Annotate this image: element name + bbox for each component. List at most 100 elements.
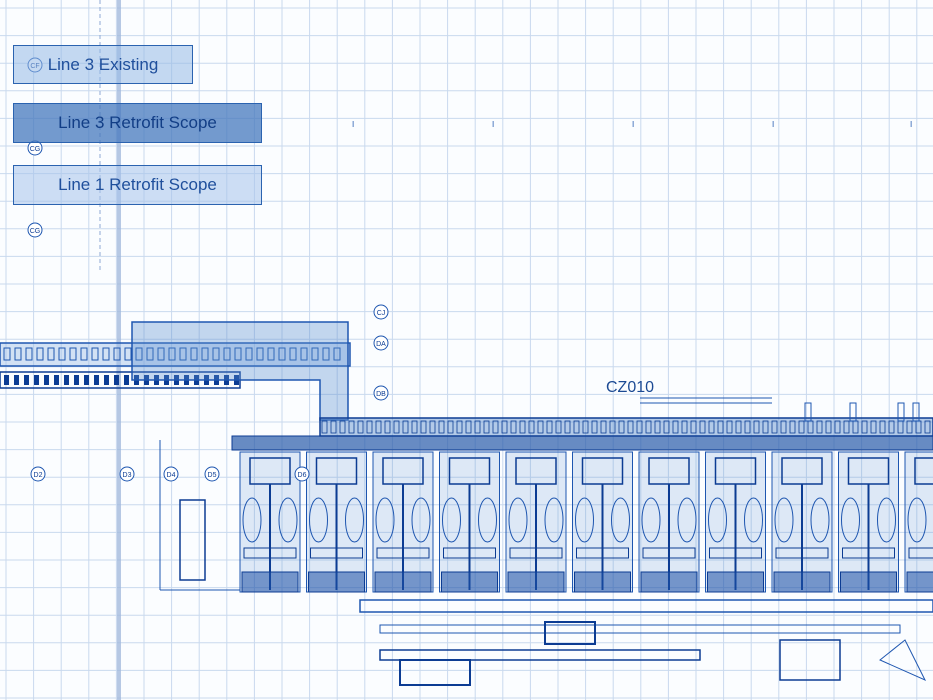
pump-skid xyxy=(544,621,596,645)
bay-arc xyxy=(345,497,364,543)
conveyor-roller xyxy=(234,347,242,361)
legend-label: Line 1 Retrofit Scope xyxy=(58,175,217,194)
conveyor-roller xyxy=(102,347,110,361)
conveyor-roller xyxy=(420,420,427,434)
conveyor-roller xyxy=(429,420,436,434)
bay-base xyxy=(640,571,698,593)
conveyor-roller xyxy=(609,420,616,434)
bay-base xyxy=(574,571,631,593)
legend-label: Line 3 Existing xyxy=(47,54,159,74)
conveyor-roller xyxy=(69,347,77,361)
bay-arc xyxy=(575,497,594,543)
process-bay xyxy=(904,451,933,593)
bay-arc xyxy=(442,497,461,543)
conveyor-roller xyxy=(14,375,19,385)
conveyor-roller xyxy=(330,420,337,434)
grid-tick: I xyxy=(632,120,634,129)
bay-base xyxy=(773,571,831,593)
conveyor-roller xyxy=(91,347,99,361)
conveyor-roller xyxy=(36,347,44,361)
conveyor-roller xyxy=(124,375,129,385)
conveyor-roller xyxy=(348,420,355,434)
conveyor-roller xyxy=(600,420,607,434)
conveyor-roller xyxy=(34,375,39,385)
bay-rail xyxy=(243,547,297,559)
conveyor-roller xyxy=(402,420,409,434)
bay-arc xyxy=(677,497,697,543)
conveyor-roller xyxy=(492,420,499,434)
bay-base xyxy=(906,571,933,593)
conveyor-roller xyxy=(708,420,715,434)
conveyor-roller xyxy=(870,420,877,434)
post-marker xyxy=(897,402,905,422)
conveyor-roller xyxy=(113,347,121,361)
conveyor-roller xyxy=(510,420,517,434)
conveyor-roller xyxy=(762,420,769,434)
post-marker xyxy=(804,402,812,422)
conveyor-roller xyxy=(44,375,49,385)
bay-rail xyxy=(576,547,629,559)
conveyor-roller xyxy=(3,347,11,361)
conveyor-roller xyxy=(537,420,544,434)
conveyor-roller xyxy=(393,420,400,434)
pipe-run xyxy=(379,624,901,634)
conveyor-roller xyxy=(245,347,253,361)
grid-bubble-label: D2 xyxy=(34,472,43,479)
pump-skid xyxy=(399,659,471,686)
conveyor-roller xyxy=(636,420,643,434)
legend-line3-existing[interactable]: Line 3 Existing xyxy=(13,45,193,84)
conveyor-roller xyxy=(114,375,119,385)
grid-tick: I xyxy=(910,120,912,129)
grid-bubble-label: DB xyxy=(376,391,386,398)
conveyor-roller xyxy=(681,420,688,434)
bay-arc xyxy=(411,497,431,543)
conveyor-roller xyxy=(834,420,841,434)
grid-bubble xyxy=(30,466,46,482)
conveyor-roller xyxy=(672,420,679,434)
conveyor-roller xyxy=(375,420,382,434)
conveyor-roller xyxy=(54,375,59,385)
conveyor-roller xyxy=(24,375,29,385)
bay-rail xyxy=(775,547,829,559)
conveyor-roller xyxy=(104,375,109,385)
conveyor-roller xyxy=(289,347,297,361)
grid-tick: I xyxy=(772,120,774,129)
conveyor-roller xyxy=(179,347,187,361)
conveyor-roller xyxy=(735,420,742,434)
conveyor-roller xyxy=(267,347,275,361)
conveyor-roller xyxy=(278,347,286,361)
conveyor-roller xyxy=(47,347,55,361)
bay-arc xyxy=(641,497,661,543)
bay-rail xyxy=(908,547,933,559)
grid-bubble xyxy=(373,335,389,351)
grid-tick: I xyxy=(352,120,354,129)
conveyor-roller xyxy=(618,420,625,434)
bay-unit xyxy=(914,457,933,485)
conveyor-roller xyxy=(627,420,634,434)
grid-bubble xyxy=(163,466,179,482)
conveyor-roller xyxy=(80,347,88,361)
conveyor-roller xyxy=(717,420,724,434)
conveyor-roller xyxy=(654,420,661,434)
conveyor-roller xyxy=(4,375,9,385)
conveyor-roller xyxy=(690,420,697,434)
legend-line1-retrofit-scope[interactable]: Line 1 Retrofit Scope xyxy=(13,165,262,205)
bay-arc xyxy=(841,497,860,543)
grid-bubble xyxy=(27,222,43,238)
legend-line3-retrofit-scope[interactable]: Line 3 Retrofit Scope xyxy=(13,103,262,143)
conveyor-roller xyxy=(816,420,823,434)
bay-arc xyxy=(810,497,830,543)
conveyor-roller xyxy=(645,420,652,434)
bay-arc xyxy=(611,497,630,543)
conveyor-roller xyxy=(135,347,143,361)
side-equipment xyxy=(179,499,206,581)
zone-label: CZ010 xyxy=(606,379,655,396)
conveyor-roller xyxy=(333,347,341,361)
grid-bubble xyxy=(373,304,389,320)
grid-bubble-label: CJ xyxy=(377,310,386,317)
conveyor-roller xyxy=(564,420,571,434)
conveyor-roller xyxy=(366,420,373,434)
conveyor-roller xyxy=(474,420,481,434)
